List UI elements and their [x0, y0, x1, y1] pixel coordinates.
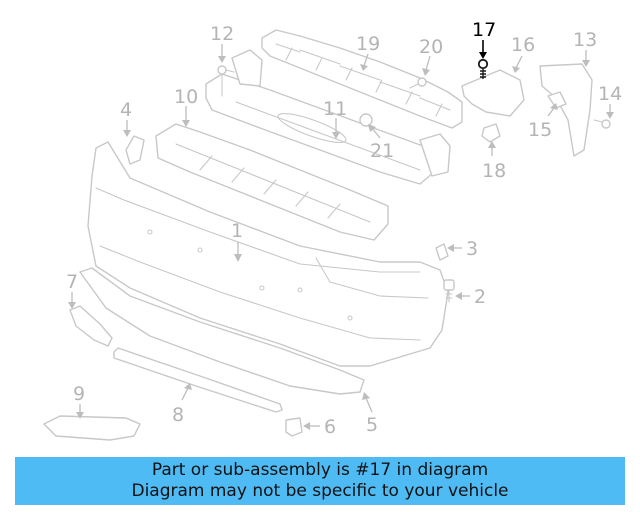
parts-diagram: 1 2 3 4 5 6 7 8 9 10 [43, 19, 622, 441]
part-8-trim [113, 347, 283, 413]
svg-text:2: 2 [474, 286, 486, 308]
callout-10: 10 [174, 86, 198, 127]
callout-11: 11 [323, 98, 347, 139]
callout-4: 4 [120, 99, 132, 137]
callout-9: 9 [73, 383, 85, 419]
part-3-fastener [435, 243, 449, 261]
callout-7: 7 [66, 271, 78, 309]
part-12-bolt [217, 65, 235, 75]
part-15-clip [547, 91, 567, 109]
svg-text:7: 7 [66, 271, 78, 293]
callout-17: 17 [472, 19, 496, 59]
part-20-bolt [409, 77, 427, 89]
svg-text:19: 19 [356, 33, 380, 55]
svg-text:4: 4 [120, 99, 132, 121]
part-4-reflector [125, 135, 145, 165]
svg-text:5: 5 [366, 414, 378, 436]
callout-19: 19 [356, 33, 380, 71]
part-10-reinforcement [205, 49, 451, 185]
svg-text:11: 11 [323, 98, 347, 120]
callout-21: 21 [368, 124, 394, 162]
part-13-side-bracket [539, 63, 593, 157]
svg-text:12: 12 [210, 23, 234, 45]
callout-5: 5 [362, 392, 378, 436]
part-7-valance [69, 305, 113, 347]
part-11-foam [155, 123, 389, 241]
callout-6: 6 [303, 416, 336, 438]
svg-text:20: 20 [419, 36, 443, 58]
callout-18: 18 [482, 141, 506, 182]
part-17-screw [477, 58, 489, 79]
callout-1: 1 [231, 220, 243, 262]
svg-text:18: 18 [482, 160, 506, 182]
svg-text:16: 16 [511, 34, 535, 56]
callout-8: 8 [172, 383, 192, 426]
callout-13: 13 [573, 29, 597, 67]
callout-16: 16 [511, 34, 535, 73]
part-21-nut [359, 113, 373, 127]
svg-text:17: 17 [472, 19, 496, 41]
svg-text:15: 15 [528, 119, 552, 141]
callout-2: 2 [455, 286, 486, 308]
callout-14: 14 [598, 83, 622, 119]
banner-line-1: Part or sub-assembly is #17 in diagram [151, 460, 489, 480]
svg-text:14: 14 [598, 83, 622, 105]
svg-text:1: 1 [231, 220, 243, 242]
part-14-bolt [593, 119, 611, 129]
part-16-bracket [461, 69, 525, 117]
part-9-side-trim [43, 415, 141, 441]
svg-text:6: 6 [324, 416, 336, 438]
part-1-bumper-cover [87, 141, 449, 367]
callout-15: 15 [528, 103, 558, 141]
svg-text:8: 8 [172, 404, 184, 426]
svg-text:13: 13 [573, 29, 597, 51]
part-19-absorber [261, 29, 463, 129]
callout-20: 20 [419, 36, 443, 76]
callout-3: 3 [447, 238, 478, 260]
part-18-clip [481, 123, 501, 143]
svg-text:10: 10 [174, 86, 198, 108]
part-6-clip [285, 417, 303, 437]
svg-text:21: 21 [370, 140, 394, 162]
callout-12: 12 [210, 23, 234, 63]
banner-line-2: Diagram may not be specific to your vehi… [131, 481, 509, 501]
svg-text:3: 3 [466, 238, 478, 260]
part-5-diffuser [79, 267, 365, 395]
svg-text:9: 9 [73, 383, 85, 405]
part-2-screw [443, 279, 455, 303]
info-banner: Part or sub-assembly is #17 in diagram D… [15, 457, 625, 505]
